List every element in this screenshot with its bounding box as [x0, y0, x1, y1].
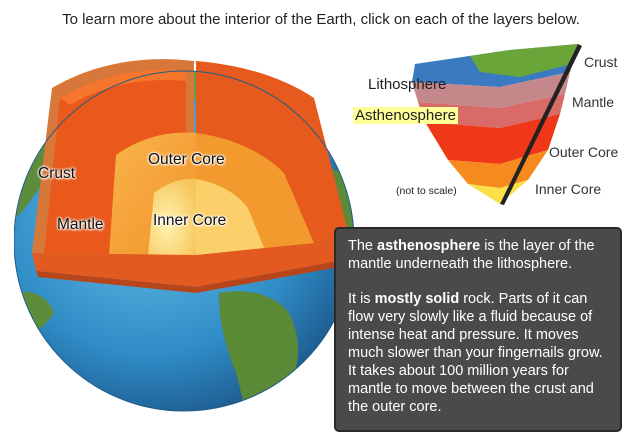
wedge-lithosphere-label[interactable]: Lithosphere — [368, 76, 447, 93]
wedge-land — [470, 44, 578, 77]
info-panel: The asthenosphere is the layer of the ma… — [334, 227, 622, 432]
info-p1-bold: asthenosphere — [377, 238, 481, 254]
globe-outline — [14, 70, 354, 412]
wedge-mantle-label[interactable]: Mantle — [572, 94, 615, 110]
wedge-asthenosphere-label[interactable]: Asthenosphere — [353, 107, 458, 124]
info-p2-pre: It is — [348, 291, 375, 307]
globe-mantle-highlight — [60, 70, 186, 105]
globe-inner-core-layer[interactable] — [148, 178, 196, 255]
earth-globe-cutaway — [14, 59, 354, 412]
scale-note: (not to scale) — [396, 185, 457, 197]
info-p2-bold: mostly solid — [374, 291, 460, 307]
wedge-crust-label[interactable]: Crust — [584, 54, 618, 70]
info-p2-post: rock. Parts of it can flow very slowly l… — [348, 291, 603, 415]
wedge-inner-core-label[interactable]: Inner Core — [535, 181, 602, 197]
wedge-outer-core-label[interactable]: Outer Core — [549, 144, 619, 160]
globe-cut-bottom-face — [32, 239, 350, 287]
info-paragraph-2: It is mostly solid rock. Parts of it can… — [348, 290, 610, 416]
instruction-text: To learn more about the interior of the … — [62, 11, 580, 28]
info-p1-post: is the layer of the mantle underneath th… — [348, 238, 595, 272]
globe-crust-label[interactable]: Crust — [38, 165, 76, 182]
globe-cut-bottom-edge — [36, 259, 350, 293]
info-paragraph-1: The asthenosphere is the layer of the ma… — [348, 237, 610, 273]
globe-mantle-label[interactable]: Mantle — [57, 216, 104, 233]
globe-outer-core-label[interactable]: Outer Core — [148, 151, 225, 168]
globe-inner-core-label[interactable]: Inner Core — [153, 212, 227, 229]
wedge-right-edge — [500, 44, 582, 205]
info-p1-pre: The — [348, 238, 378, 254]
globe-right-inner-core[interactable] — [196, 179, 264, 255]
wedge-lithosphere[interactable] — [412, 72, 570, 108]
